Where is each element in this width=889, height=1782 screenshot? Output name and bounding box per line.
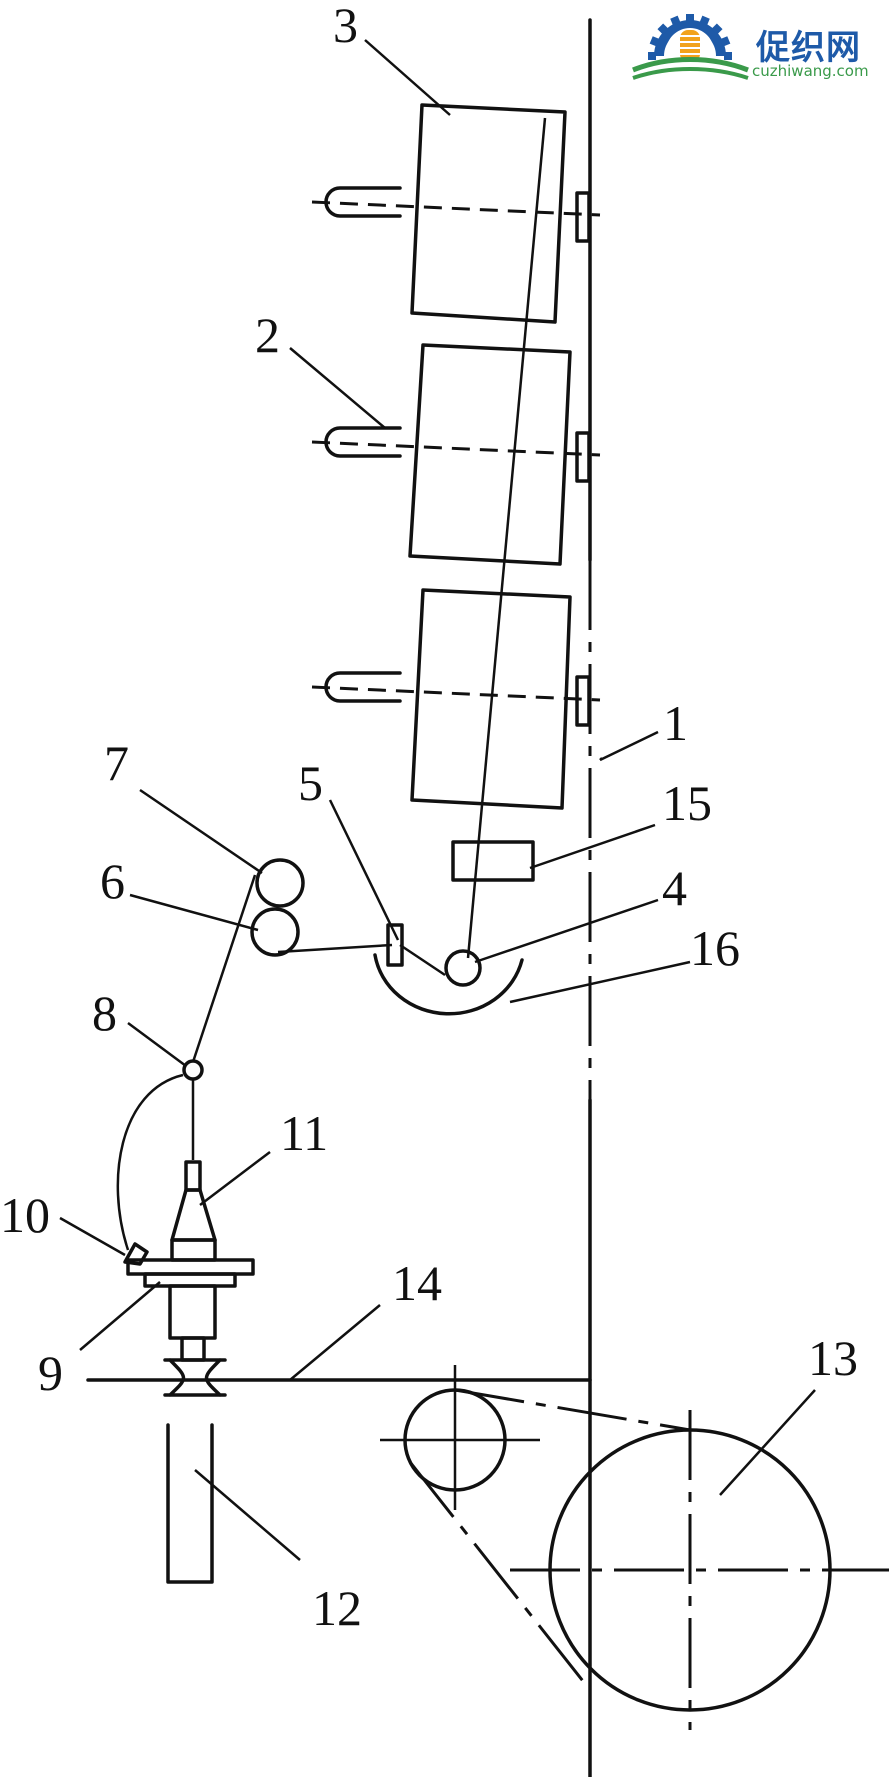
label-7: 7: [104, 735, 129, 791]
clamp-10: [123, 1242, 149, 1266]
package-lower: [311, 588, 601, 810]
roller-7: [255, 858, 305, 908]
label-3: 3: [333, 0, 358, 53]
roller-6: [250, 907, 300, 957]
guide-roller-4: [444, 949, 482, 987]
label-16: 16: [690, 920, 740, 976]
label-6: 6: [100, 853, 125, 909]
tension-device-5: [386, 923, 404, 967]
label-13: 13: [808, 1330, 858, 1386]
device-15: [451, 840, 535, 882]
label-5: 5: [298, 755, 323, 811]
tube-12: [166, 1423, 214, 1584]
yarn-path: [116, 117, 547, 1251]
label-10: 10: [0, 1187, 50, 1243]
label-15: 15: [662, 775, 712, 831]
label-4: 4: [662, 860, 687, 916]
logo-url: cuzhiwang.com: [752, 62, 869, 80]
label-1: 1: [663, 695, 688, 751]
label-8: 8: [92, 985, 117, 1041]
large-pulley-13: [510, 1410, 889, 1730]
label-12: 12: [312, 1580, 362, 1636]
label-11: 11: [280, 1105, 328, 1161]
label-14: 14: [392, 1255, 442, 1311]
drive-belt: [408, 1388, 691, 1691]
leader-lines: [59, 39, 816, 1561]
gear-sun-icon: [632, 14, 749, 80]
package-middle: [311, 343, 601, 566]
label-9: 9: [38, 1345, 63, 1401]
small-pulley: [380, 1365, 540, 1510]
brand-logo[interactable]: 促织网 cuzhiwang.com: [628, 12, 878, 82]
trough-16: [373, 953, 524, 1016]
label-2: 2: [255, 307, 280, 363]
package-top: [311, 103, 601, 324]
logo-title: 促织网: [756, 28, 861, 68]
yarn-guide-8: [182, 1059, 204, 1081]
spindle-assembly: [123, 1160, 255, 1397]
